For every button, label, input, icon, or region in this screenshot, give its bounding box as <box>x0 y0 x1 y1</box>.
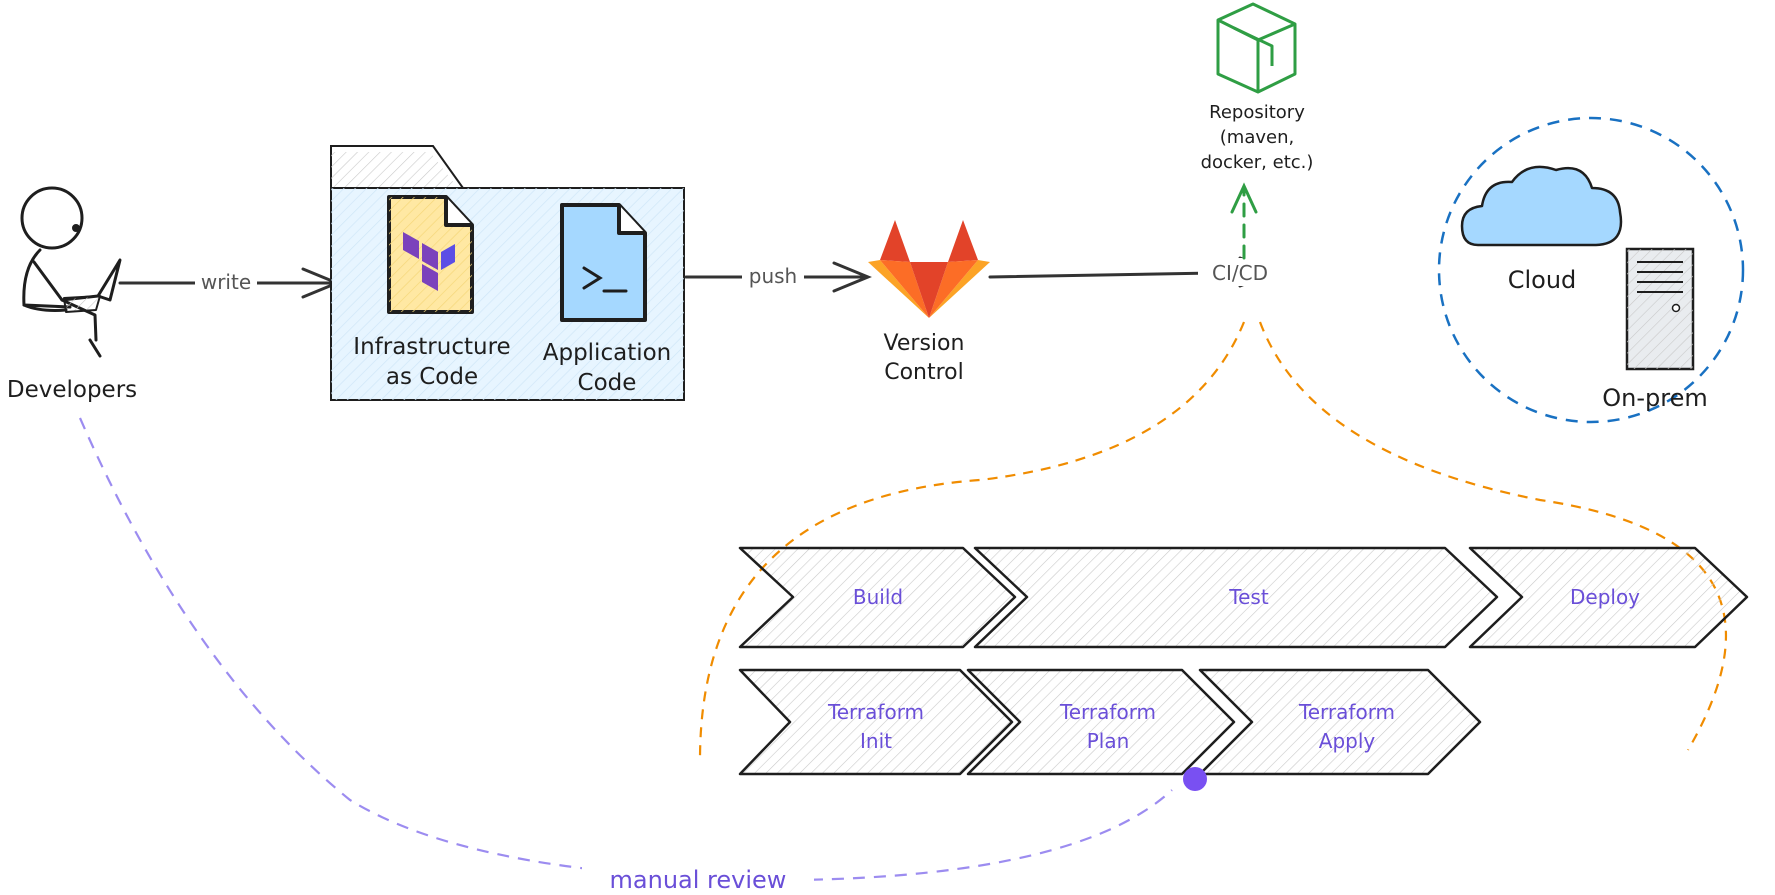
stage-test: Test <box>973 546 1499 649</box>
write-label-bg <box>195 268 257 294</box>
vcs-label-line1: Version <box>884 331 965 356</box>
app-label-line2: Code <box>578 370 637 396</box>
server-tower-icon <box>1625 247 1695 371</box>
publish-arrowhead <box>1230 182 1258 214</box>
repository-label-line2: (maven, <box>1220 127 1294 148</box>
repository-label-line1: Repository <box>1209 102 1305 123</box>
onprem-label: On-prem <box>1602 384 1707 412</box>
stage-terraform-apply-label-1: Terraform <box>1298 700 1395 724</box>
stage-terraform-plan: Terraform Plan <box>966 668 1236 776</box>
stage-terraform-apply: Terraform Apply <box>1198 668 1482 776</box>
stage-terraform-plan-label-1: Terraform <box>1059 700 1156 724</box>
stage-terraform-init: Terraform Init <box>738 668 1014 776</box>
repository-label-line3: docker, etc.) <box>1201 152 1314 173</box>
stage-deploy-label: Deploy <box>1570 585 1640 609</box>
deploy-target-boundary <box>1437 116 1745 424</box>
push-label-bg <box>742 262 804 288</box>
stage-build-label: Build <box>853 585 903 609</box>
stage-terraform-apply-label-2: Apply <box>1319 729 1376 753</box>
push-label: push <box>749 264 797 288</box>
terraform-file-icon <box>387 195 474 314</box>
stage-terraform-init-label-1: Terraform <box>827 700 924 724</box>
app-label-line1: Application <box>543 340 672 366</box>
review-gate-dot <box>1183 767 1207 791</box>
gitlab-icon <box>868 220 990 318</box>
pipeline-expand-right <box>1258 321 1727 751</box>
package-box-icon <box>1216 2 1297 94</box>
developers-label: Developers <box>7 377 137 403</box>
cicd-label-bg <box>1198 258 1286 286</box>
manual-review-label-bg <box>582 860 814 894</box>
stage-build: Build <box>738 546 1017 649</box>
manual-review-label: manual review <box>610 866 787 894</box>
pipeline-expand-left <box>698 321 1246 761</box>
manual-review-path <box>78 417 1173 882</box>
vcs-label-line2: Control <box>884 360 964 385</box>
cloud-label: Cloud <box>1508 266 1577 294</box>
cloud-icon <box>1460 165 1623 247</box>
iac-label-line1: Infrastructure <box>353 334 510 360</box>
terminal-file-icon <box>560 203 647 322</box>
cicd-label: CI/CD <box>1212 261 1268 285</box>
developer-laptop-icon <box>20 186 122 358</box>
stage-deploy: Deploy <box>1468 546 1749 649</box>
iac-label-line2: as Code <box>386 364 478 390</box>
stage-test-label: Test <box>1228 585 1269 609</box>
stage-terraform-init-label-2: Init <box>860 729 892 753</box>
stage-terraform-plan-label-2: Plan <box>1087 729 1130 753</box>
write-label: write <box>201 270 251 294</box>
